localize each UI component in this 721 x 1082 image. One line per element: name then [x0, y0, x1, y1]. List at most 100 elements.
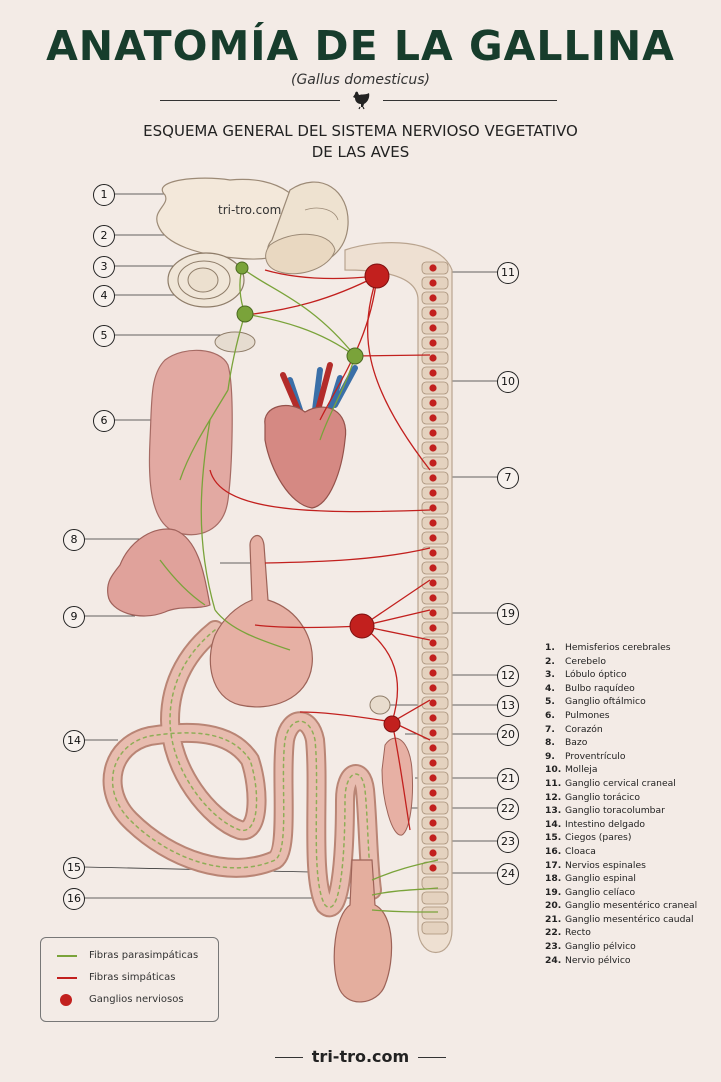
- fiber-legend: Fibras parasimpáticas Fibras simpáticas …: [40, 937, 219, 1022]
- legend-ganglia: Ganglios nerviosos: [89, 994, 184, 1005]
- spinal-ganglion: [429, 849, 437, 857]
- spinal-ganglion: [429, 414, 437, 422]
- heading-line-1: ESQUEMA GENERAL DEL SISTEMA NERVIOSO VEG…: [143, 122, 578, 140]
- spinal-ganglion: [429, 369, 437, 377]
- list-item: 9.Proventrículo: [545, 750, 626, 762]
- heart: [264, 362, 358, 509]
- optic-lobe: [167, 252, 245, 308]
- list-item: 5.Ganglio oftálmico: [545, 696, 646, 708]
- spinal-ganglion: [429, 579, 437, 587]
- list-item: 8.Bazo: [545, 737, 588, 749]
- spinal-ganglion: [429, 609, 437, 617]
- spinal-ganglion: [429, 594, 437, 602]
- ganglia: [235, 261, 401, 733]
- spinal-ganglion: [429, 339, 437, 347]
- callout-16: 16: [63, 888, 85, 910]
- list-item: 23.Ganglio pélvico: [545, 941, 636, 953]
- spinal-ganglion: [429, 624, 437, 632]
- spinal-ganglion: [429, 264, 437, 272]
- spinal-ganglion: [429, 729, 437, 737]
- key-ganglion-dot: [60, 994, 72, 1006]
- spinal-ganglion: [429, 564, 437, 572]
- spinal-ganglion: [429, 474, 437, 482]
- spinal-ganglion: [429, 669, 437, 677]
- callout-7: 7: [497, 467, 519, 489]
- spinal-ganglion: [429, 684, 437, 692]
- callout-10: 10: [497, 371, 519, 393]
- callout-21: 21: [497, 768, 519, 790]
- legend-parasympathetic: Fibras parasimpáticas: [89, 950, 199, 961]
- spinal-ganglion: [429, 654, 437, 662]
- gizzard: [209, 535, 313, 708]
- spinal-ganglion: [429, 384, 437, 392]
- list-item: 7.Corazón: [545, 723, 603, 735]
- spinal-ganglion: [429, 534, 437, 542]
- spinal-ganglion: [429, 459, 437, 467]
- spinal-ganglion: [429, 309, 437, 317]
- page-title: ANATOMÍA DE LA GALLINA: [46, 22, 675, 70]
- callout-22: 22: [497, 798, 519, 820]
- brain: [156, 177, 349, 275]
- spinal-ganglion: [429, 804, 437, 812]
- callout-15: 15: [63, 857, 85, 879]
- footer-rule-left: [275, 1057, 303, 1058]
- thoracolumbar-organ: [369, 695, 391, 715]
- spinal-ganglion: [429, 354, 437, 362]
- list-item: 12.Ganglio torácico: [545, 791, 640, 803]
- list-item: 20.Ganglio mesentérico craneal: [545, 900, 698, 912]
- legend-sympathetic: Fibras simpáticas: [89, 972, 176, 983]
- footer-site: tri-tro.com: [311, 1047, 410, 1066]
- spinal-ganglion: [429, 789, 437, 797]
- list-item: 14.Intestino delgado: [545, 818, 646, 830]
- callout-9: 9: [63, 606, 85, 628]
- callout-13: 13: [497, 695, 519, 717]
- callout-4: 4: [93, 285, 115, 307]
- watermark: tri-tro.com: [218, 203, 282, 217]
- callout-20: 20: [497, 724, 519, 746]
- callout-23: 23: [497, 831, 519, 853]
- list-item: 19.Ganglio celíaco: [545, 886, 636, 898]
- list-item: 22.Recto: [545, 927, 591, 939]
- spinal-ganglion: [429, 864, 437, 872]
- list-item: 3.Lóbulo óptico: [545, 669, 627, 681]
- list-item: 6.Pulmones: [545, 709, 610, 721]
- ceca: [381, 737, 413, 836]
- spinal-ganglion: [429, 819, 437, 827]
- spinal-ganglion: [429, 744, 437, 752]
- hen-icon: [353, 91, 370, 110]
- spinal-ganglion: [429, 699, 437, 707]
- list-item: 4.Bulbo raquídeo: [545, 682, 635, 694]
- spinal-ganglion: [429, 324, 437, 332]
- spinal-ganglion: [429, 759, 437, 767]
- callout-3: 3: [93, 256, 115, 278]
- spinal-ganglion: [429, 279, 437, 287]
- page-subtitle: (Gallus domesticus): [291, 72, 430, 88]
- list-item: 10.Molleja: [545, 764, 598, 776]
- callout-2: 2: [93, 225, 115, 247]
- spinal-ganglion: [429, 834, 437, 842]
- spinal-ganglion: [429, 489, 437, 497]
- spinal-ganglion: [429, 399, 437, 407]
- list-item: 21.Ganglio mesentérico caudal: [545, 913, 694, 925]
- spinal-ganglion: [429, 504, 437, 512]
- callout-12: 12: [497, 665, 519, 687]
- callout-19: 19: [497, 603, 519, 625]
- callout-11: 11: [497, 262, 519, 284]
- vertebra: [421, 921, 449, 935]
- callout-8: 8: [63, 529, 85, 551]
- heading-line-2: DE LAS AVES: [311, 143, 410, 161]
- callout-6: 6: [93, 410, 115, 432]
- callout-24: 24: [497, 863, 519, 885]
- spine: [344, 242, 453, 954]
- spinal-ganglion: [429, 549, 437, 557]
- list-item: 17.Nervios espinales: [545, 859, 646, 871]
- list-item: 16.Cloaca: [545, 845, 596, 857]
- divider-right: [383, 100, 557, 101]
- list-item: 13.Ganglio toracolumbar: [545, 805, 665, 817]
- spinal-ganglion: [429, 519, 437, 527]
- spinal-ganglion: [429, 714, 437, 722]
- list-item: 18.Ganglio espinal: [545, 873, 636, 885]
- callout-5: 5: [93, 325, 115, 347]
- spinal-ganglion: [429, 294, 437, 302]
